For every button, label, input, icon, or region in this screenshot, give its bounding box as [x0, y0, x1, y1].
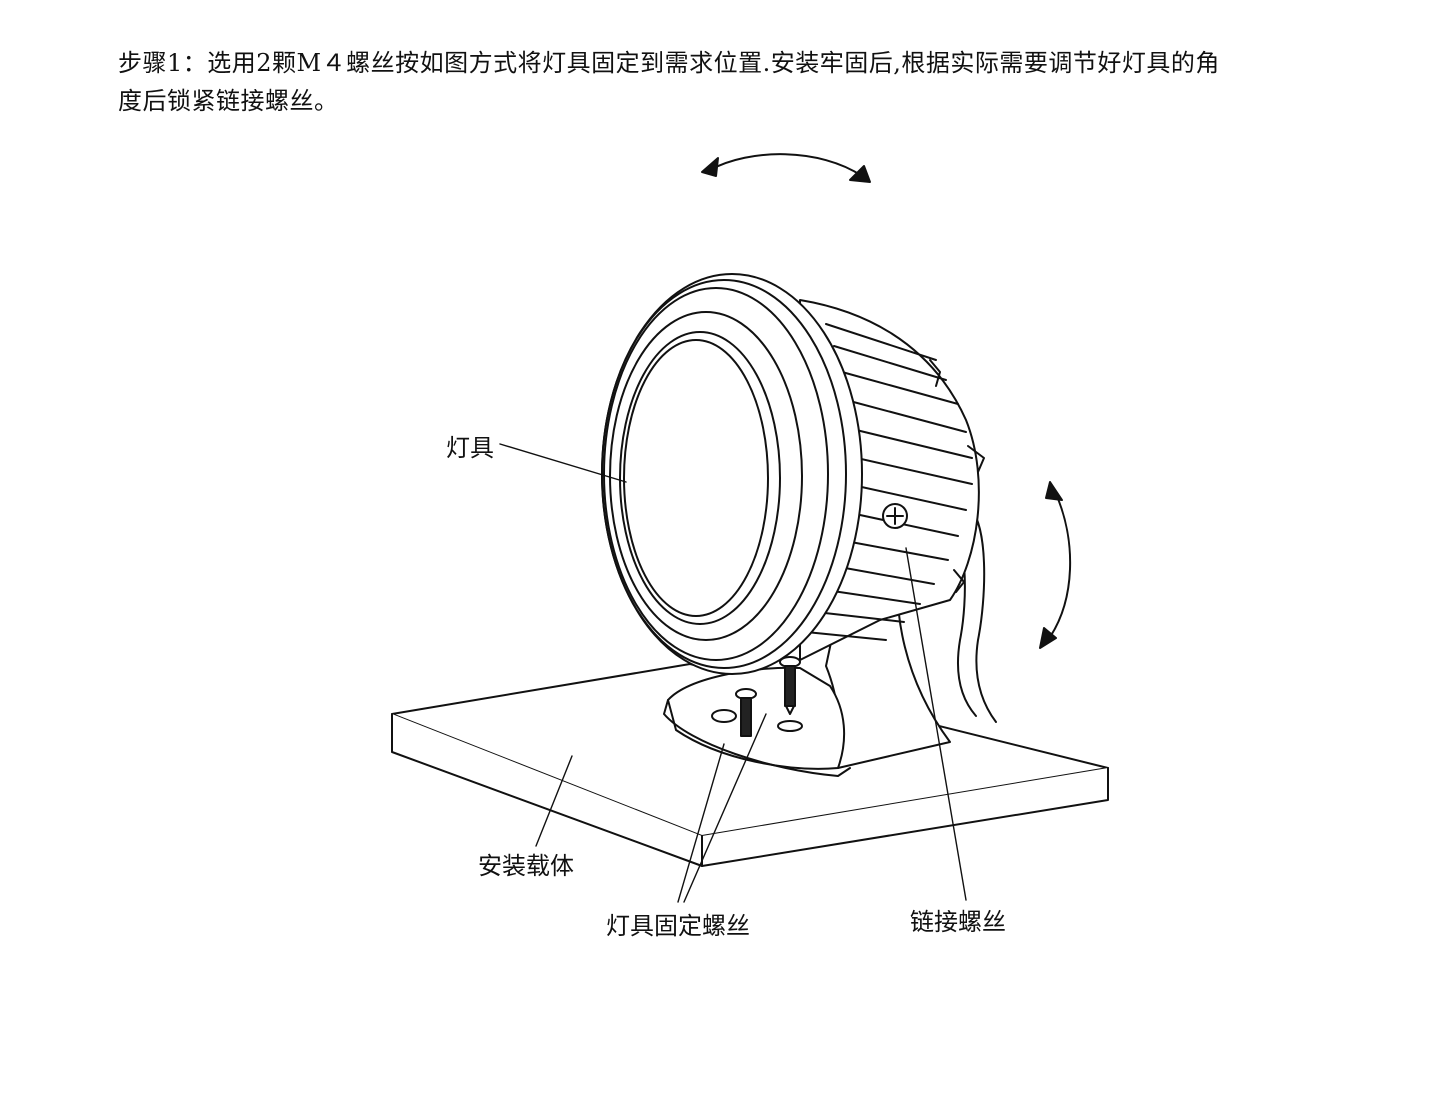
rotation-arrow-horizontal — [701, 153, 871, 183]
label-link-screw: 链接螺丝 — [910, 908, 1006, 936]
leader-lines — [499, 443, 967, 903]
rotation-arrow-vertical — [1039, 481, 1072, 649]
lamp-head — [601, 273, 863, 675]
fixing-screw-left — [735, 688, 757, 737]
instruction-line-1: 步骤1：选用2颗M４螺丝按如图方式将灯具固定到需求位置.安装牢固后,根据实际需要… — [118, 49, 1220, 77]
instruction-line-2: 度后锁紧链接螺丝。 — [118, 87, 339, 115]
instruction-text: 步骤1：选用2颗M４螺丝按如图方式将灯具固定到需求位置.安装牢固后,根据实际需要… — [118, 44, 1338, 120]
link-screw — [882, 503, 908, 529]
bracket-base — [663, 666, 851, 777]
label-fixing-screws: 灯具固定螺丝 — [606, 912, 750, 940]
label-lamp: 灯具 — [446, 434, 494, 462]
label-mounting-carrier: 安装载体 — [478, 852, 574, 880]
fixing-screw-right — [779, 656, 801, 715]
